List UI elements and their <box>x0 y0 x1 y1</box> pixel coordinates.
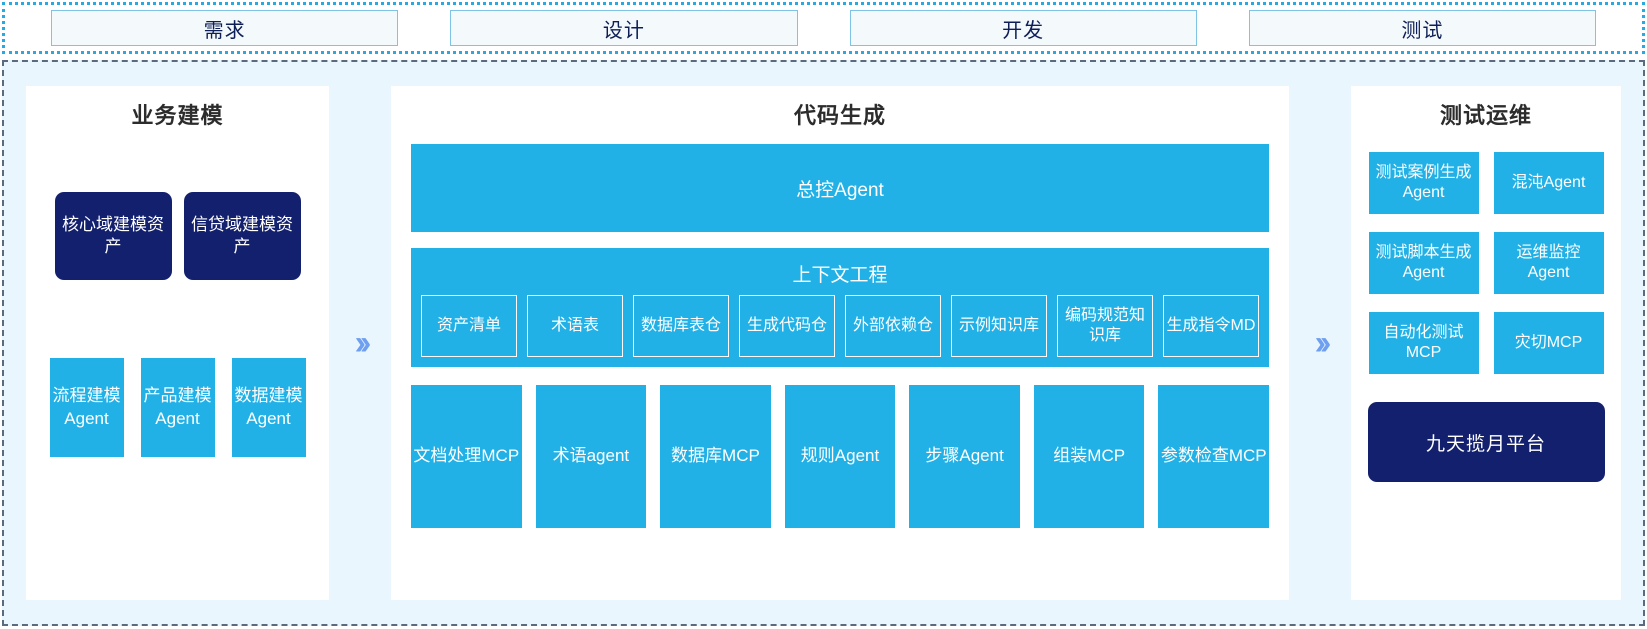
asset-card-core-domain[interactable]: 核心域建模资产 <box>54 192 172 280</box>
code-generation-content: 总控Agent 上下文工程 资产清单 术语表 数据库表仓 生成代码仓 外部依赖仓… <box>391 130 1289 544</box>
tool-card-database-mcp[interactable]: 数据库MCP <box>660 385 771 528</box>
architecture-body: 业务建模 核心域建模资产 信贷域建模资产 流程建模Agent 产品建模Agent… <box>2 60 1645 626</box>
tool-card-step-agent[interactable]: 步骤Agent <box>909 385 1020 528</box>
context-item-list: 资产清单 术语表 数据库表仓 生成代码仓 外部依赖仓 示例知识库 编码规范知识库… <box>421 295 1259 357</box>
context-engineering-title: 上下文工程 <box>792 265 888 286</box>
business-asset-row: 核心域建模资产 信贷域建模资产 <box>54 192 301 280</box>
panel-code-generation: 代码生成 总控Agent 上下文工程 资产清单 术语表 数据库表仓 生成代码仓 … <box>391 86 1289 600</box>
tool-card-document-processing-mcp[interactable]: 文档处理MCP <box>411 385 522 528</box>
master-control-agent[interactable]: 总控Agent <box>411 144 1269 232</box>
test-ops-card-grid: 测试案例生成Agent 混沌Agent 测试脚本生成Agent 运维监控Agen… <box>1368 152 1604 374</box>
agent-card-data-modeling[interactable]: 数据建模Agent <box>231 358 306 457</box>
agent-card-product-modeling[interactable]: 产品建模Agent <box>140 358 215 457</box>
test-card-disaster-switch-mcp[interactable]: 灾切MCP <box>1493 312 1604 374</box>
panel-business-modeling: 业务建模 核心域建模资产 信贷域建模资产 流程建模Agent 产品建模Agent… <box>26 86 329 600</box>
agent-card-process-modeling[interactable]: 流程建模Agent <box>49 358 124 457</box>
panel-title-business-modeling: 业务建模 <box>131 103 224 128</box>
business-agent-row: 流程建模Agent 产品建模Agent 数据建模Agent <box>49 358 306 457</box>
panel-title-test-ops: 测试运维 <box>1439 103 1532 128</box>
test-card-test-script-generation-agent[interactable]: 测试脚本生成Agent <box>1368 232 1479 294</box>
context-item-coding-standard-knowledge-base[interactable]: 编码规范知识库 <box>1057 295 1153 357</box>
phase-tab-development[interactable]: 开发 <box>849 10 1197 46</box>
phase-tab-design[interactable]: 设计 <box>450 10 798 46</box>
chevron-right-icon-2: ›› <box>1314 324 1332 362</box>
test-card-automated-test-mcp[interactable]: 自动化测试MCP <box>1368 312 1479 374</box>
context-item-db-table-repo[interactable]: 数据库表仓 <box>633 295 729 357</box>
tool-card-rule-agent[interactable]: 规则Agent <box>784 385 896 528</box>
context-engineering-block: 上下文工程 资产清单 术语表 数据库表仓 生成代码仓 外部依赖仓 示例知识库 编… <box>411 248 1269 367</box>
chevron-right-icon-1: ›› <box>354 324 372 362</box>
context-item-glossary[interactable]: 术语表 <box>527 295 623 357</box>
phase-bar: 需求 设计 开发 测试 <box>2 2 1645 54</box>
tool-card-row: 文档处理MCP 术语agent 数据库MCP 规则Agent 步骤Agent 组… <box>411 385 1270 528</box>
test-card-test-case-generation-agent[interactable]: 测试案例生成Agent <box>1368 152 1479 214</box>
panel-test-ops: 测试运维 测试案例生成Agent 混沌Agent 测试脚本生成Agent 运维监… <box>1351 86 1621 600</box>
context-item-generated-code-repo[interactable]: 生成代码仓 <box>739 295 835 357</box>
phase-tab-testing[interactable]: 测试 <box>1248 10 1596 46</box>
panel-title-code-generation: 代码生成 <box>793 103 886 128</box>
tool-card-assembly-mcp[interactable]: 组装MCP <box>1033 385 1145 528</box>
phase-tab-requirements[interactable]: 需求 <box>51 10 399 46</box>
test-card-ops-monitoring-agent[interactable]: 运维监控Agent <box>1493 232 1604 294</box>
asset-card-credit-domain[interactable]: 信贷域建模资产 <box>183 192 301 280</box>
tool-card-parameter-check-mcp[interactable]: 参数检查MCP <box>1158 385 1270 528</box>
context-item-asset-inventory[interactable]: 资产清单 <box>421 295 517 357</box>
platform-card-jiutian-lanyue[interactable]: 九天揽月平台 <box>1367 402 1605 482</box>
tool-card-glossary-agent[interactable]: 术语agent <box>535 385 647 528</box>
test-card-chaos-agent[interactable]: 混沌Agent <box>1493 152 1604 214</box>
context-item-example-knowledge-base[interactable]: 示例知识库 <box>951 295 1047 357</box>
context-item-generation-instruction-md[interactable]: 生成指令MD <box>1163 295 1259 357</box>
context-item-external-dependency-repo[interactable]: 外部依赖仓 <box>845 295 941 357</box>
